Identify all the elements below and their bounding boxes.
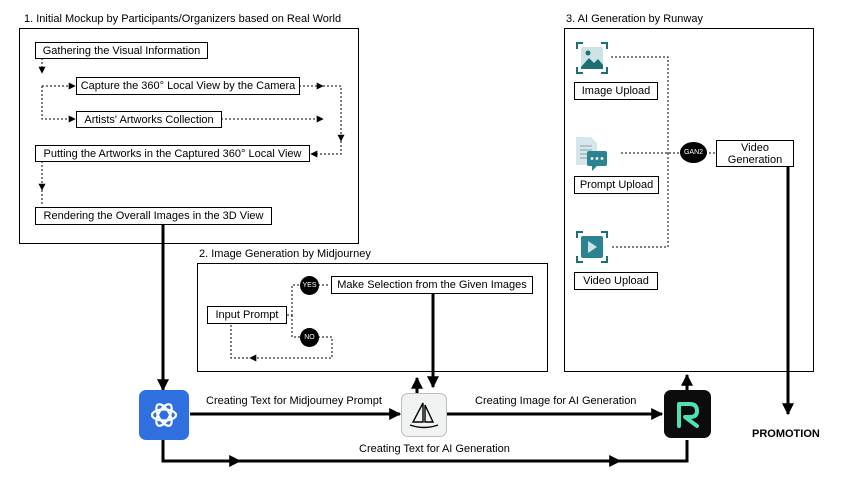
section3-title: 3. AI Generation by Runway [566,13,703,25]
putting-step: Putting the Artworks in the Captured 360… [35,145,310,162]
section2-frame [197,263,548,372]
edge-label-text-for-ai: Creating Text for AI Generation [359,443,510,455]
prompt-upload-box: Prompt Upload [574,176,659,194]
video-generation-box: Video Generation [716,140,794,167]
selection-box: Make Selection from the Given Images [331,276,533,294]
image-icon [575,41,609,75]
video-icon [575,230,609,264]
artists-step: Artists' Artworks Collection [76,111,222,128]
section3-frame [564,28,814,372]
midjourney-logo [401,393,447,437]
no-badge: NO [300,328,319,347]
render-step: Rendering the Overall Images in the 3D V… [35,207,272,225]
section1-frame [19,28,359,244]
gan-badge: GAN2 [680,142,707,163]
section2-title: 2. Image Generation by Midjourney [199,248,371,260]
edge-label-text-for-midjourney: Creating Text for Midjourney Prompt [206,395,382,407]
yes-badge: YES [300,276,319,295]
capture-step: Capture the 360° Local View by the Camer… [76,77,300,95]
image-upload-box: Image Upload [574,82,658,100]
input-prompt-box: Input Prompt [207,306,287,324]
edge-label-image-for-ai: Creating Image for AI Generation [475,395,637,407]
video-upload-box: Video Upload [574,272,658,290]
promotion-label: PROMOTION [752,428,820,440]
chatgpt-logo [139,390,189,440]
gather-step: Gathering the Visual Information [35,42,208,59]
section1-title: 1. Initial Mockup by Participants/Organi… [24,13,342,25]
runway-logo [664,390,711,438]
document-chat-icon [573,135,609,173]
